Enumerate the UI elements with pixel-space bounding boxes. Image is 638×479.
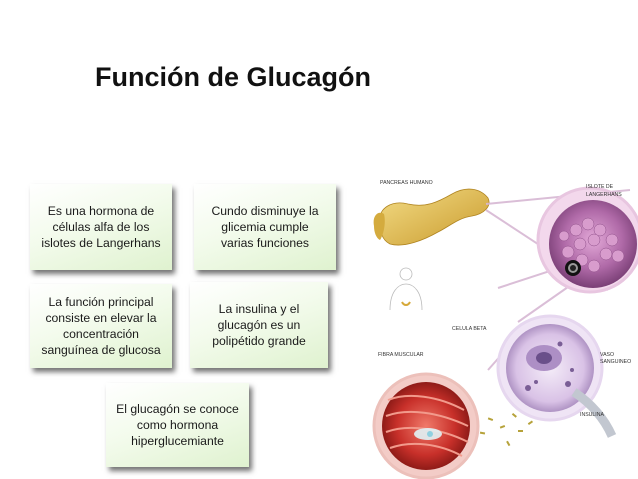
card-line: sanguínea de glucosa [41,343,161,357]
slide-title: Función de Glucagón [95,62,371,92]
label-fibra: FIBRA MUSCULAR [378,352,424,358]
label-islote-2: LANGERHANS [586,192,622,198]
card-line: polipétido grande [212,334,306,348]
card-hiperglucemiante: El glucagón se conoce como hormona hiper… [106,383,249,467]
human-torso-outline [389,267,423,311]
card-polipeptido: La insulina y el glucagón es un polipéti… [190,282,328,368]
card-hormona-alfa: Es una hormona de células alfa de los is… [30,184,172,270]
islet-circle [536,186,638,294]
pancreas-organ [373,188,490,246]
card-line: Cundo disminuye la [211,204,319,218]
card-line: El glucagón se conoce [116,402,239,416]
beta-cell-circle [496,314,617,438]
card-line: La función principal [48,295,154,309]
label-vaso-2: SANGUINEO [600,359,631,365]
insulin-particles [479,412,534,447]
pancreas-illustration: PANCREAS HUMANO ISLOTE DE LANGERHANS CEL… [372,180,638,479]
card-line: islotes de Langerhans [41,236,161,250]
card-line: consiste en elevar la [45,311,157,325]
label-insulina: INSULINA [580,412,604,418]
card-line: concentración [63,327,139,341]
card-line: varias funciones [220,236,310,250]
card-line: como hormona [136,418,219,432]
card-line: hiperglucemiante [131,434,224,448]
card-funcion-principal: La función principal consiste en elevar … [30,284,172,368]
card-line: células alfa de los [52,220,150,234]
label-pancreas: PANCREAS HUMANO [380,180,433,186]
muscle-fiber-circle [372,372,480,479]
card-line: La insulina y el [218,302,300,316]
label-vaso-1: VASO [600,352,614,358]
card-line: glicemia cumple [221,220,309,234]
card-glicemia: Cundo disminuye la glicemia cumple varia… [194,184,336,270]
card-line: Es una hormona de [47,204,155,218]
card-line: glucagón es un [217,318,301,332]
label-celula-beta: CELULA BETA [452,326,487,332]
label-islote-1: ISLOTE DE [586,184,614,190]
